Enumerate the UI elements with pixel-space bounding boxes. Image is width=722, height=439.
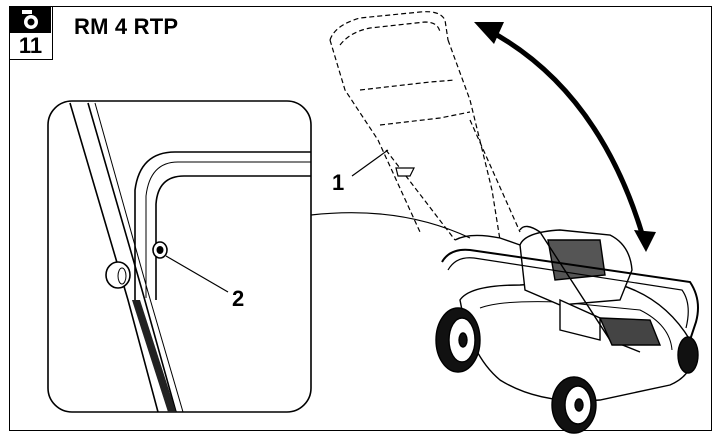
handle-clamp (395, 167, 415, 177)
model-title: RM 4 RTP (74, 14, 179, 39)
figure-frame (9, 6, 712, 431)
raised-handle (329, 11, 521, 241)
callout-1: 1 (332, 170, 345, 195)
swing-arrow (474, 22, 656, 252)
camera-icon (10, 7, 51, 33)
figure-number: 11 (18, 33, 43, 58)
callout-2: 2 (232, 286, 245, 311)
knob-detail (105, 261, 131, 289)
figure-badge: 11 (9, 6, 53, 60)
bolt-detail (152, 241, 168, 259)
connector-line (310, 212, 471, 239)
detail-inset (47, 100, 312, 413)
lawn-mower (435, 225, 699, 434)
